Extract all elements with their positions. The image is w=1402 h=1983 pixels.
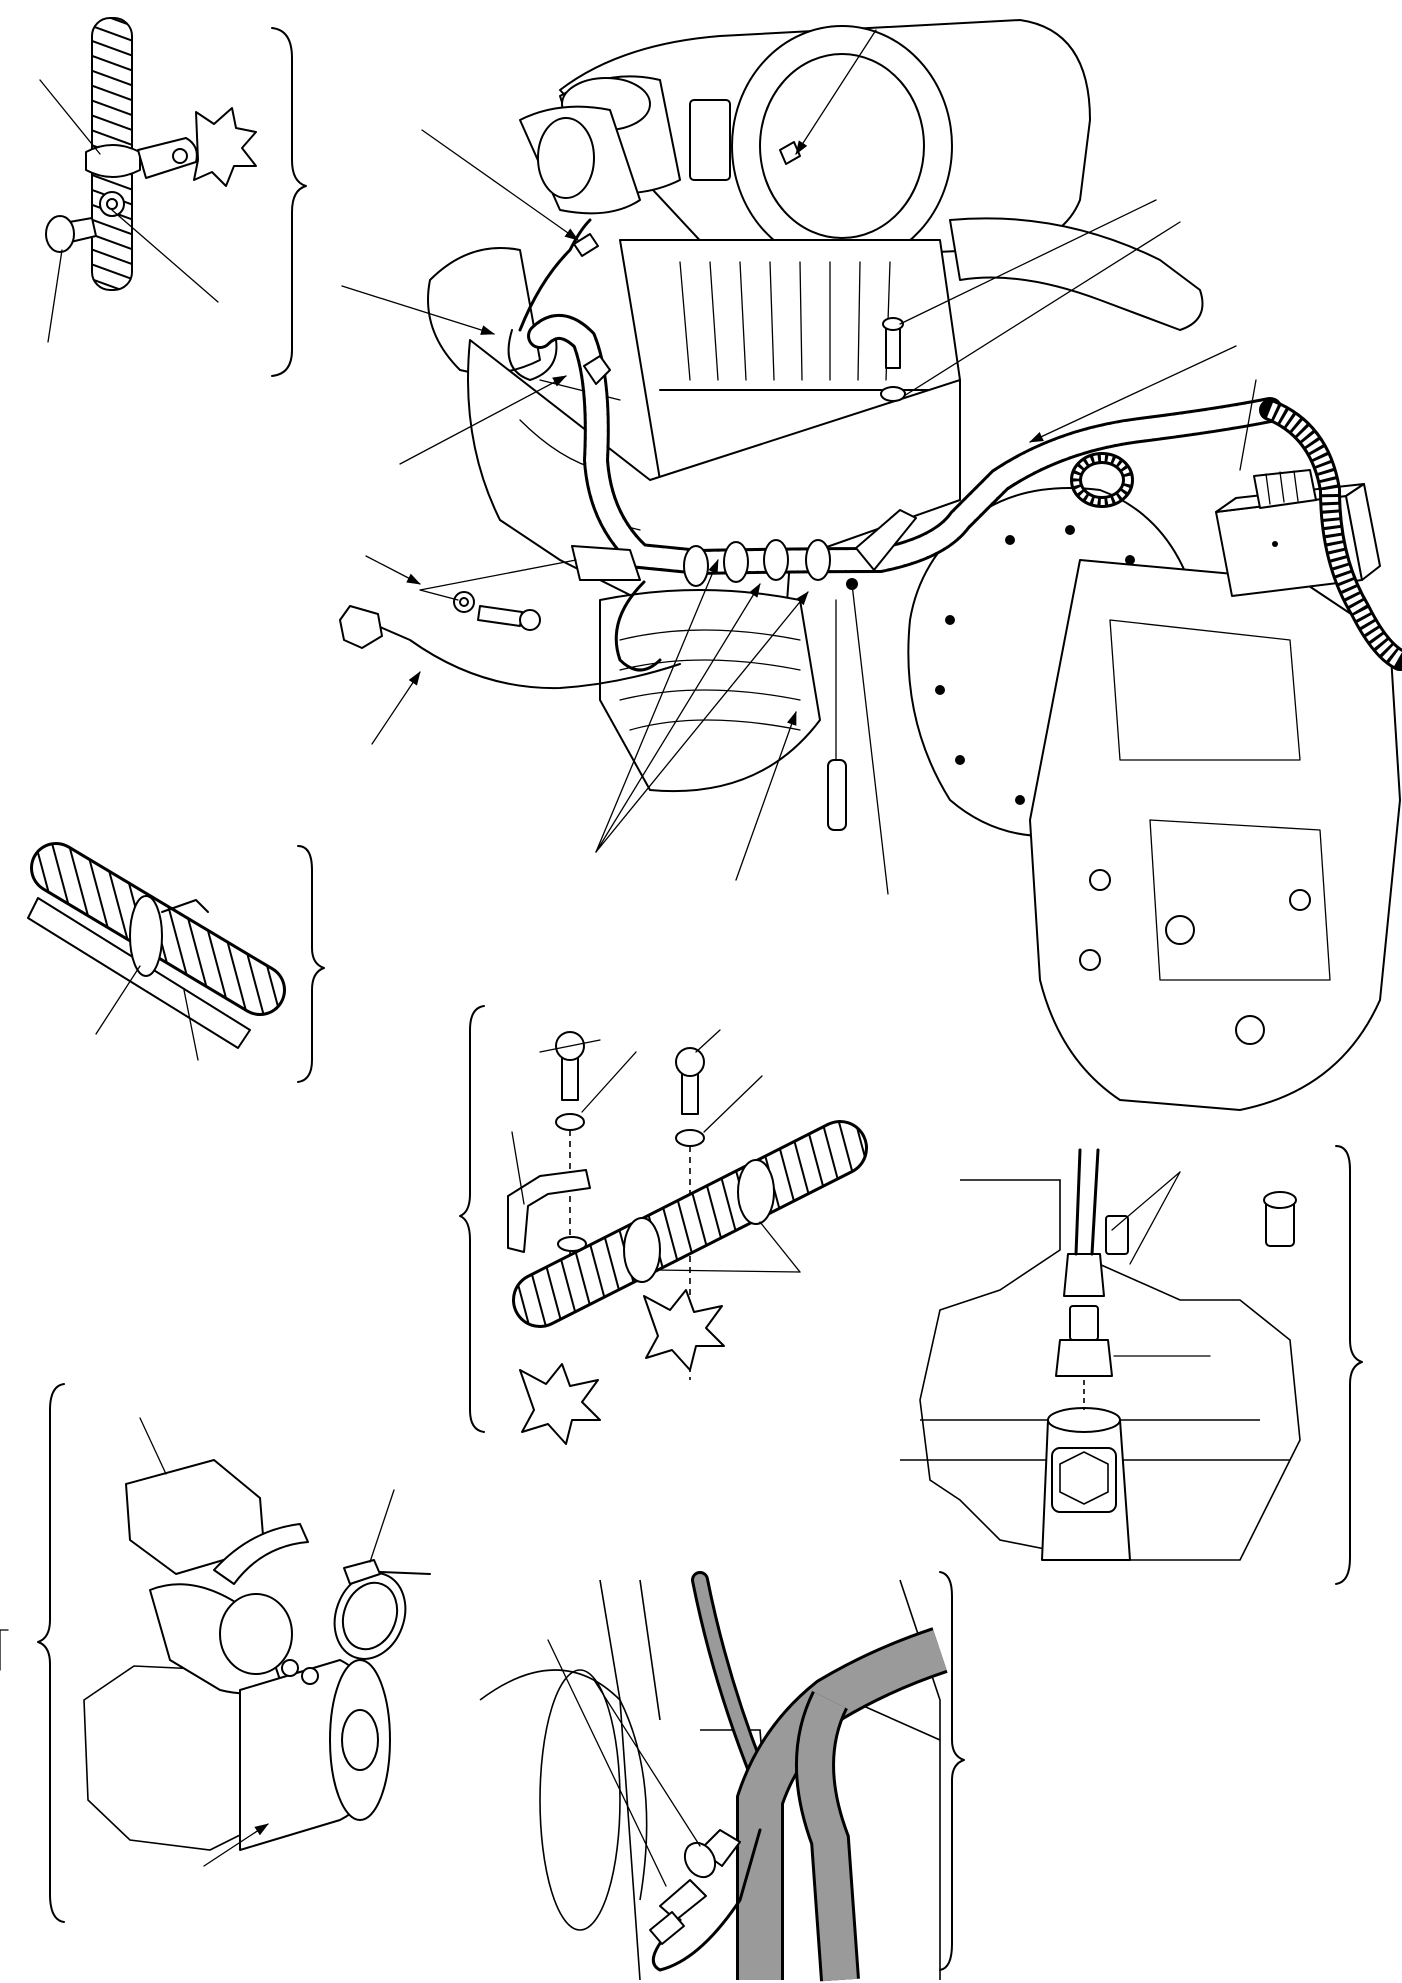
wiring-harness bbox=[339, 141, 1402, 831]
detail-clamp-bracket bbox=[39, 17, 307, 377]
detail-harness-brackets bbox=[459, 1005, 868, 1445]
detail-temperature-sensor bbox=[900, 1145, 1363, 1585]
main-leader-lines bbox=[341, 29, 1257, 895]
detail-sensor-connector bbox=[479, 1571, 965, 1982]
engine-assembly bbox=[427, 19, 1401, 1111]
detail-tie-wrap bbox=[27, 842, 325, 1083]
detail-starter-cover bbox=[0, 1383, 431, 1923]
